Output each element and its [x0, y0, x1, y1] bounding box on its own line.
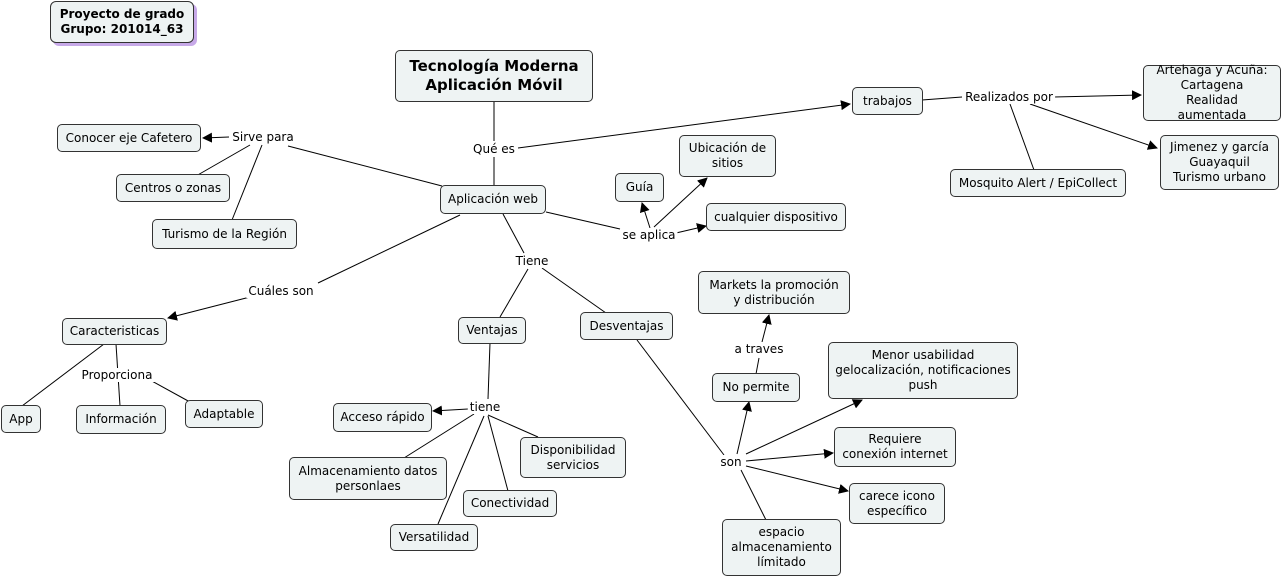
edge: [653, 177, 708, 228]
node-cualquier-dispositivo[interactable]: cualquier dispositivo: [706, 203, 846, 231]
edge: [1053, 90, 1142, 101]
edge: [541, 267, 607, 314]
node-mosquito[interactable]: Mosquito Alert / EpiCollect: [950, 169, 1126, 197]
edge: [1029, 103, 1158, 150]
edge: [745, 399, 863, 455]
edge: [195, 144, 251, 177]
project-note: Proyecto de grado Grupo: 201014_63: [50, 1, 194, 43]
node-eje-cafetero[interactable]: Conocer eje Cafetero: [57, 124, 201, 152]
edge: [740, 469, 767, 521]
edge: [736, 401, 752, 455]
label-proporciona: Proporciona: [79, 368, 155, 382]
label-se-aplica: se aplica: [620, 228, 678, 242]
edge: [545, 211, 621, 230]
edge: [149, 379, 191, 403]
node-no-permite[interactable]: No permite: [712, 373, 800, 402]
node-markets[interactable]: Markets la promoción y distribución: [698, 271, 850, 314]
edge: [636, 339, 725, 456]
edge: [317, 214, 461, 284]
label-son: son: [718, 455, 744, 469]
edge: [202, 132, 230, 143]
edge: [675, 223, 707, 234]
edge: [487, 342, 491, 400]
node-desventajas[interactable]: Desventajas: [580, 312, 673, 340]
node-aplicacion-web[interactable]: Aplicación web: [440, 185, 546, 214]
label-a-traves: a traves: [732, 342, 786, 356]
node-ventajas[interactable]: Ventajas: [458, 317, 526, 344]
label-sirve-para: Sirve para: [230, 130, 296, 144]
edge: [487, 415, 509, 492]
edge: [745, 465, 849, 494]
edge: [437, 415, 485, 525]
label-cuales-son: Cuáles son: [246, 284, 316, 298]
label-realizados-por: Realizados por: [963, 90, 1055, 104]
edge: [167, 296, 251, 321]
root-node[interactable]: Tecnología Moderna Aplicación Móvil: [395, 50, 593, 102]
label-tiene-top: Tiene: [513, 254, 551, 268]
node-espacio[interactable]: espacio almacenamiento límitado: [722, 519, 841, 576]
label-tiene-bottom: tiene: [467, 400, 503, 414]
edge: [499, 268, 529, 318]
node-app[interactable]: App: [1, 405, 41, 433]
node-menor-usabilidad[interactable]: Menor usabilidad gelocalización, notific…: [828, 342, 1018, 399]
node-requiere-conexion[interactable]: Requiere conexión internet: [834, 427, 956, 467]
edge: [1009, 103, 1035, 171]
node-turismo-region[interactable]: Turismo de la Región: [152, 219, 297, 249]
node-carece-icono[interactable]: carece icono específico: [849, 483, 945, 524]
edge: [745, 448, 834, 462]
edge: [287, 145, 443, 187]
edge: [432, 405, 469, 416]
node-artehaga[interactable]: Artehaga y Acuña: Cartagena Realidad aum…: [1143, 63, 1281, 122]
node-caracteristicas[interactable]: Caracteristicas: [62, 318, 167, 345]
node-centros[interactable]: Centros o zonas: [116, 174, 230, 202]
edge: [21, 343, 105, 407]
edge: [231, 144, 263, 221]
label-que-es: Qué es: [471, 142, 517, 156]
edge: [517, 100, 851, 149]
node-disponibilidad[interactable]: Disponibilidad servicios: [520, 437, 626, 478]
node-almacenamiento-datos[interactable]: Almacenamiento datos personlaes: [289, 457, 447, 500]
node-acceso-rapido[interactable]: Acceso rápido: [333, 403, 432, 432]
node-trabajos[interactable]: trabajos: [852, 87, 923, 115]
node-guia[interactable]: Guía: [615, 173, 664, 202]
node-jimenez[interactable]: Jimenez y garcía Guayaquil Turismo urban…: [1160, 135, 1279, 190]
edge: [502, 213, 525, 254]
edge: [755, 357, 760, 375]
node-adaptable[interactable]: Adaptable: [185, 400, 263, 428]
edge: [487, 414, 539, 438]
edge: [403, 413, 475, 459]
node-versatilidad[interactable]: Versatilidad: [390, 524, 478, 551]
edge: [921, 96, 963, 101]
node-ubicacion[interactable]: Ubicación de sitios: [679, 135, 776, 177]
edge: [761, 314, 772, 343]
node-conectividad[interactable]: Conectividad: [463, 490, 557, 517]
edge: [639, 202, 651, 229]
node-informacion[interactable]: Información: [76, 405, 166, 434]
